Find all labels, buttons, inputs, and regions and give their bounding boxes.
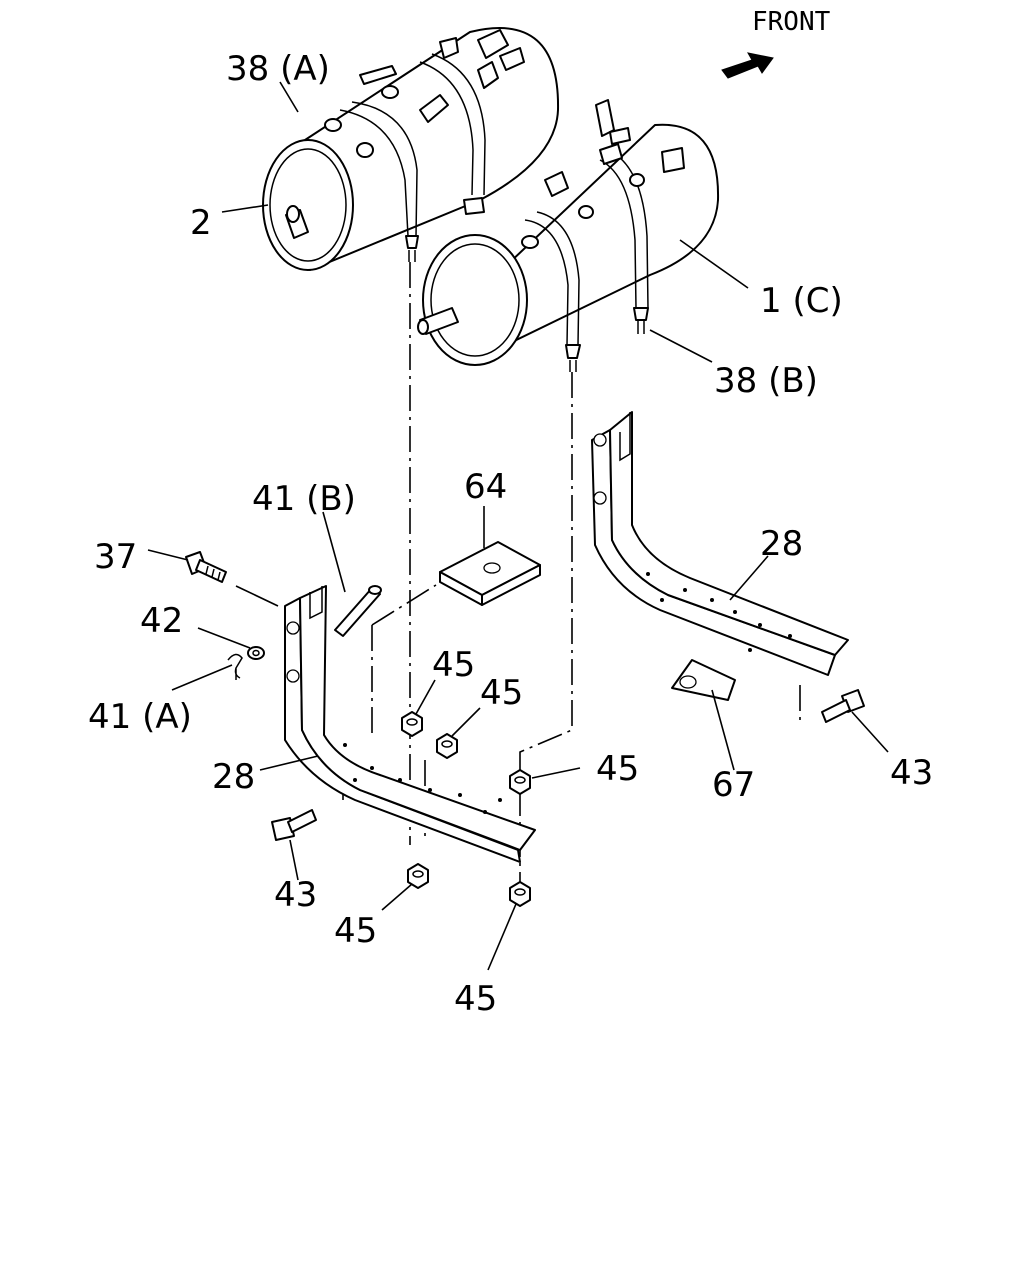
callout-45-b: 45: [480, 673, 523, 713]
pin-41b: [334, 585, 382, 637]
callout-38b: 38 (B): [714, 361, 818, 401]
callout-42: 42: [140, 601, 183, 641]
washer-42: [247, 646, 265, 660]
callout-41b: 41 (B): [252, 479, 356, 519]
callout-37: 37: [94, 537, 137, 577]
callout-67: 67: [712, 765, 755, 805]
callout-45-d: 45: [334, 911, 377, 951]
callouts: 38 (A) 2 1 (C) 38 (B) 41 (B) 64 37 42 41…: [88, 49, 933, 1019]
callout-45-a: 45: [432, 645, 475, 685]
front-indicator: FRONT: [721, 7, 831, 79]
nut-45-a: [401, 711, 423, 737]
leader-lines: [147, 81, 889, 971]
bolt-43-right: [821, 689, 865, 723]
callout-28-left: 28: [212, 757, 255, 797]
bolt-43-left: [271, 809, 317, 841]
callout-45-c: 45: [596, 749, 639, 789]
front-label: FRONT: [752, 7, 831, 37]
callout-28-right: 28: [760, 524, 803, 564]
callout-2: 2: [190, 203, 212, 243]
nut-45-b: [436, 733, 458, 759]
bracket-right: [591, 411, 849, 676]
plate-64: [439, 541, 541, 606]
air-tank-rear: [262, 27, 560, 271]
callout-43-right: 43: [890, 753, 933, 793]
front-arrow-icon: [721, 52, 774, 79]
callout-45-e: 45: [454, 979, 497, 1019]
bracket-left: [284, 585, 536, 863]
callout-1c: 1 (C): [760, 281, 843, 321]
clip-41a: [227, 653, 243, 680]
nut-45-e: [509, 881, 531, 907]
nut-45-c: [509, 769, 531, 795]
callout-43-left: 43: [274, 875, 317, 915]
bolt-37: [185, 551, 227, 583]
callout-64: 64: [464, 467, 507, 507]
plate-67: [671, 659, 736, 701]
callout-38a: 38 (A): [226, 49, 330, 89]
callout-41a: 41 (A): [88, 697, 192, 737]
nut-45-d: [407, 863, 429, 889]
air-tank-front: [417, 99, 720, 372]
